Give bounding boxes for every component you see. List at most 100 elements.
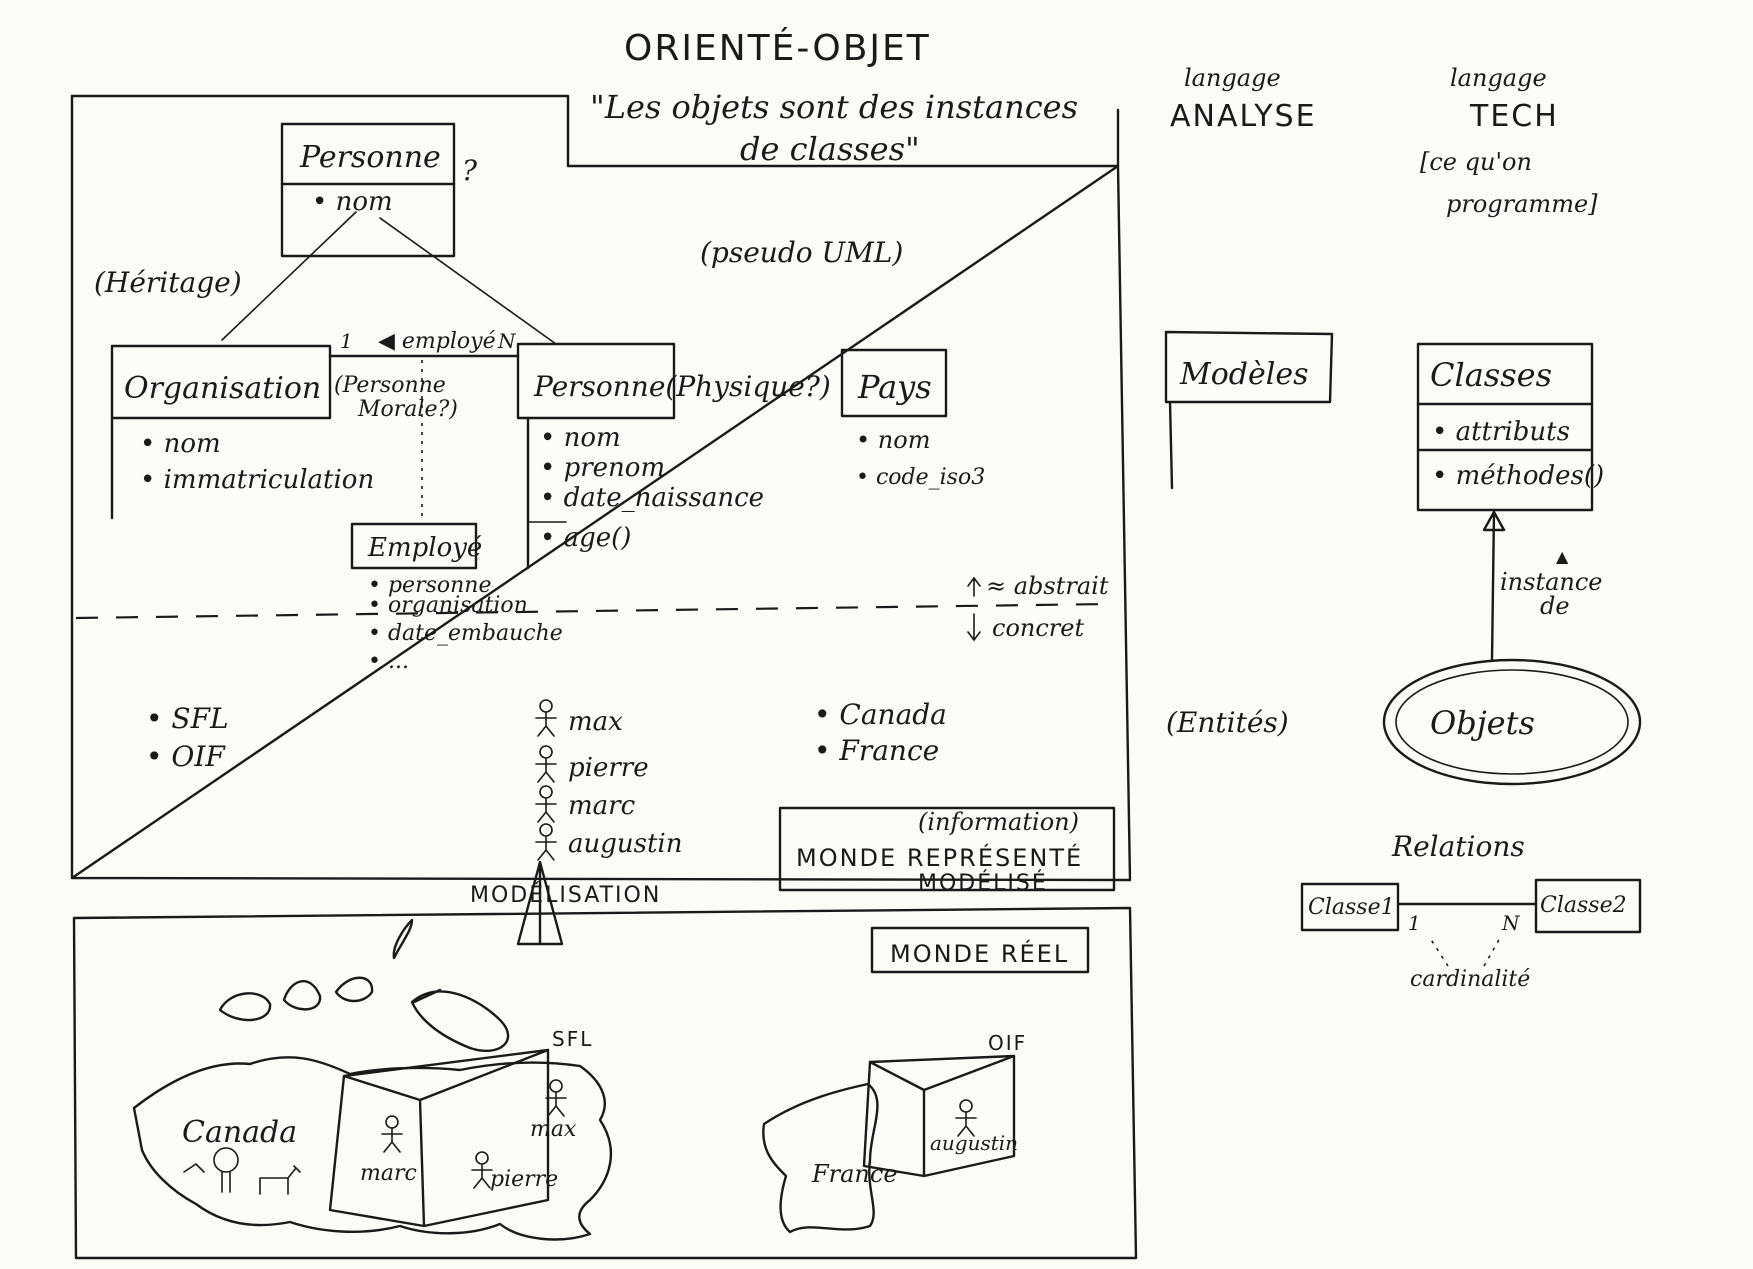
classes-box-name: Classes [1430, 356, 1552, 394]
oif-person-augustin: augustin [930, 1131, 1018, 1155]
page-title: ORIENTÉ-OBJET [624, 27, 931, 69]
association-employe-label: ◀ employé [378, 329, 496, 354]
animal-icon [259, 1165, 301, 1195]
classes-box-item-0: • attributs [1432, 417, 1570, 447]
quote-line-1: "Les objets sont des instances [590, 88, 1078, 126]
relations-classe1-box [1300, 882, 1400, 932]
abstract-label: ≈ abstrait [986, 572, 1109, 600]
sfl-cube-label: SFL [552, 1027, 593, 1051]
abstract-up-arrow [967, 576, 981, 597]
class-pays-attr-1: • code_iso3 [856, 465, 985, 490]
modeles-label: Modèles [1179, 357, 1308, 392]
island-3 [334, 976, 374, 1003]
france-label: France [811, 1160, 898, 1188]
monde-represente-line2: MODÉLISÉ [918, 870, 1048, 896]
instance-france: • France [814, 734, 939, 767]
instance-sfl: • SFL [146, 702, 229, 735]
monde-represente-line1: MONDE REPRÉSENTÉ [796, 843, 1083, 872]
person-icon [471, 1151, 493, 1189]
sfl-person-pierre: pierre [490, 1167, 558, 1192]
class-organisation-attr-0: • nom [140, 429, 221, 459]
pseudo-uml-label: (pseudo UML) [700, 236, 903, 269]
person-icon [381, 1115, 403, 1153]
canada-label: Canada [182, 1115, 297, 1150]
class-organisation-attr-1: • immatriculation [140, 465, 374, 495]
instance-de-marker: ▲ [1556, 547, 1569, 566]
modeles-box: Modèles [1164, 330, 1334, 490]
instance-person-list: max pierre marc augustin [535, 699, 683, 861]
class-pays-name: Pays [857, 368, 932, 406]
oif-cube-label: OIF [988, 1031, 1027, 1055]
modelisation-label: MODÉLISATION [470, 882, 661, 908]
instance-of-arrow [1482, 510, 1506, 662]
instance-person-2: marc [568, 791, 636, 821]
cardinalite-pointer-left [1429, 937, 1449, 967]
relations-classe2-box [1534, 878, 1642, 934]
objets-ellipse-inner [1395, 669, 1629, 775]
class-organisation: Organisation • nom • immatriculation [110, 344, 374, 520]
sfl-person-marc: marc [360, 1161, 417, 1186]
class-personne: Personne • nom [280, 122, 456, 258]
person-icon [535, 699, 557, 737]
class-personne-physique-attr-0: • nom [540, 423, 621, 453]
person-icon [545, 1079, 567, 1117]
class-personne-physique-name: Personne(Physique?) [533, 370, 831, 403]
relations-classe2-label: Classe2 [1540, 893, 1627, 918]
france-map-outline [762, 1082, 879, 1234]
class-personne-physique-attr-1: • prenom [540, 453, 665, 483]
instance-de-line1: instance [1500, 568, 1603, 596]
person-icon [535, 745, 557, 783]
tech-note-line1: [ce qu'on [1420, 148, 1532, 176]
monde-represente-box [778, 806, 1116, 892]
inheritance-line-organisation [221, 211, 357, 341]
sfl-building-cube [328, 1048, 550, 1228]
tech-line2: TECH [1469, 99, 1559, 134]
heritage-label: (Héritage) [94, 266, 242, 299]
person-icon [535, 785, 557, 823]
person-icon [535, 823, 557, 861]
class-personne-physique: Personne(Physique?) • nom • prenom • dat… [516, 342, 831, 570]
class-organisation-name: Organisation [124, 371, 321, 406]
tree-icon [213, 1147, 239, 1193]
class-pays-attr-0: • nom [856, 426, 930, 454]
relations-mult-left: 1 [1408, 911, 1421, 935]
class-personne-question: ? [462, 154, 478, 187]
instance-person-1: pierre [568, 753, 649, 783]
abstract-concrete-divider [75, 602, 1111, 620]
modelisation-arrow [516, 860, 564, 946]
instance-de-line2: de [1540, 592, 1570, 620]
relations-mult-right: N [1501, 911, 1521, 935]
class-employe-name: Employé [367, 533, 482, 563]
concrete-label: concret [992, 614, 1084, 642]
tiny-figure-icon [183, 1162, 205, 1173]
class-personne-physique-method: • age() [540, 523, 631, 553]
inheritance-line-personne-physique [379, 217, 557, 345]
association-mult-right: N [497, 329, 517, 353]
cardinalite-pointer-right [1483, 937, 1501, 967]
class-employe-attr-0: • personne [368, 573, 491, 598]
oif-building-cube [862, 1054, 1016, 1178]
relations-classe1-label: Classe1 [1308, 895, 1395, 920]
sfl-person-max: max [530, 1117, 577, 1142]
classes-box: Classes • attributs • méthodes() [1416, 342, 1604, 512]
objets-ellipse-outer [1382, 658, 1642, 786]
analyse-line2: ANALYSE [1170, 99, 1317, 134]
instance-oif: • OIF [146, 740, 226, 773]
organisation-aside-2: Morale?) [357, 397, 458, 422]
class-personne-attr: • nom [312, 187, 393, 217]
organisation-aside-1: (Personne [334, 373, 446, 398]
entites-label: (Entités) [1166, 706, 1289, 739]
tech-line1: langage [1450, 64, 1547, 92]
monde-reel-label: MONDE RÉEL [890, 939, 1069, 968]
cardinalite-label: cardinalité [1410, 967, 1530, 992]
instance-person-0: max [568, 707, 623, 737]
greenland-sketch [410, 988, 510, 1053]
quote-line-2: de classes" [740, 130, 920, 168]
class-personne-physique-attr-2: • date_naissance [540, 483, 764, 513]
instance-person-3: augustin [568, 829, 683, 859]
island-2 [282, 980, 322, 1011]
island-1 [218, 992, 272, 1022]
real-world-frame [72, 906, 1138, 1260]
class-employe-attr-3: • ... [368, 649, 409, 674]
